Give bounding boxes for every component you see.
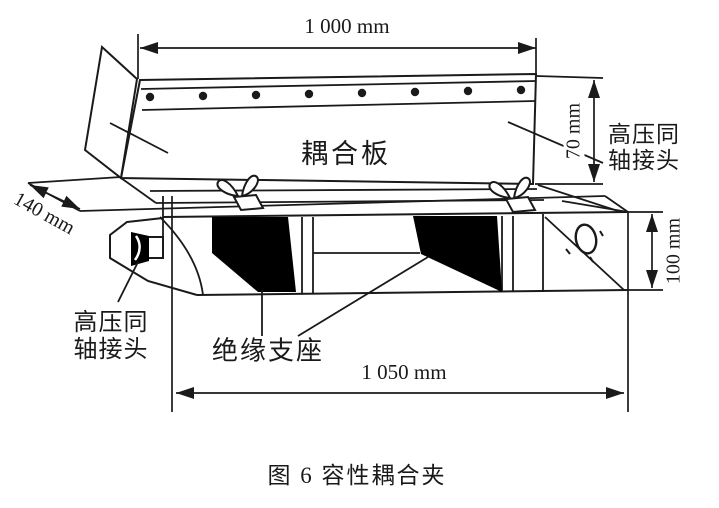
hv-coax-right-label: 高压同 轴接头 [608, 122, 680, 174]
dim-top-width-label: 1 000 mm [304, 13, 390, 38]
insulating-support-label: 绝缘支座 [211, 336, 325, 366]
plate-flap [83, 45, 169, 180]
hv-coax-left-label: 高压同 轴接头 [74, 310, 149, 364]
dimension-plate-height [535, 75, 604, 185]
dim-base-height-label: 100 mm [662, 215, 685, 287]
insulating-support-left [212, 217, 296, 292]
dim-plate-height-label: 70 mm [562, 100, 585, 162]
coax-connector-left [117, 232, 164, 303]
dimension-top-width [137, 34, 537, 79]
tray-rim [27, 176, 629, 213]
figure-caption: 图 6 容性耦合夹 [267, 462, 447, 488]
dimension-base-height [628, 211, 663, 291]
base-box [109, 196, 629, 296]
coupling-plate-label: 耦合板 [301, 138, 391, 169]
coupling-plate [119, 72, 545, 204]
rivet-row [145, 85, 526, 102]
clamp-left [216, 174, 265, 212]
dimension-base-length [171, 196, 629, 412]
hv-coax-right-line2: 轴接头 [608, 148, 680, 173]
clamp-right [488, 176, 537, 214]
support-leader-right [297, 256, 429, 337]
hv-coax-right-line1: 高压同 [608, 122, 680, 147]
dimension-depth [29, 184, 81, 210]
dim-base-length-label: 1 050 mm [361, 359, 447, 384]
plate-right-leader-line [507, 121, 604, 164]
coax-left-leader-line [117, 261, 139, 303]
coax-connector-right [565, 223, 604, 263]
flap-leader-line [109, 122, 169, 154]
insulating-support-right [413, 216, 502, 292]
hv-coax-left-line1: 高压同 [73, 310, 149, 336]
hv-coax-left-line2: 轴接头 [73, 337, 149, 363]
